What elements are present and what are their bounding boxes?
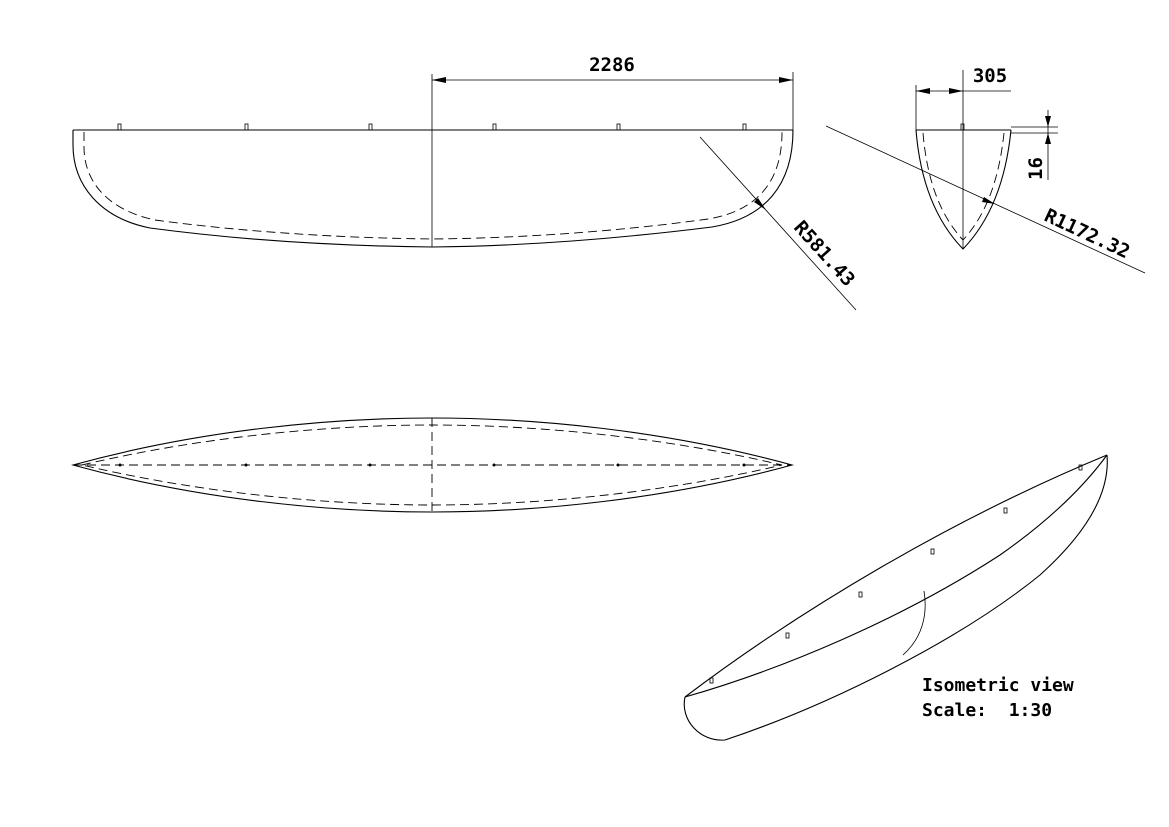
section-radius-label: R1172.32: [1041, 205, 1133, 264]
drawing-notes: Isometric view Scale: 1:30: [922, 675, 1074, 721]
iso-keel-line: [683, 454, 1108, 741]
deck-fitting-marker: [960, 123, 965, 131]
view-label: Isometric view: [922, 675, 1074, 696]
scale-label: Scale: 1:30: [922, 700, 1052, 721]
beam-dimension: 305: [915, 65, 1011, 130]
deck-fitting-marker: [785, 632, 790, 639]
deck-fitting-marker: [742, 463, 746, 467]
plan-view: [70, 417, 795, 513]
section-hull-inner-offset: [922, 132, 1005, 241]
thickness-dimension: 16: [1011, 110, 1058, 180]
deck-fitting-marker: [368, 123, 373, 131]
beam-dimension-label: 305: [973, 65, 1007, 87]
deck-fitting-marker: [244, 123, 249, 131]
deck-fitting-marker: [118, 463, 122, 467]
deck-fitting-marker: [1003, 507, 1008, 514]
length-dimension-label: 2286: [589, 54, 635, 76]
isometric-view: [683, 454, 1108, 741]
deck-fitting-marker: [616, 463, 620, 467]
deck-fitting-marker: [858, 591, 863, 598]
thickness-dimension-label: 16: [1025, 157, 1047, 180]
deck-fitting-marker: [368, 463, 372, 467]
deck-fitting-marker: [244, 463, 248, 467]
length-dimension: 2286: [432, 54, 794, 130]
iso-midship-section: [902, 590, 926, 656]
deck-fitting-marker: [616, 123, 621, 131]
deck-fitting-marker: [742, 123, 747, 131]
deck-fitting-marker: [709, 677, 714, 684]
side-radius-dimension: R581.43: [699, 136, 859, 311]
plan-hull-outline: [70, 417, 795, 513]
deck-fitting-marker: [1078, 464, 1083, 471]
deck-fitting-marker: [492, 463, 496, 467]
deck-fitting-marker: [492, 123, 497, 131]
deck-fitting-marker: [930, 548, 935, 555]
section-radius-dimension: R1172.32: [825, 125, 1146, 274]
iso-deck-edge-upper: [684, 454, 1108, 698]
side-elevation-view: 2286 R581.43: [72, 54, 859, 311]
side-hull-outline: [72, 129, 794, 248]
deck-fitting-marker: [117, 123, 122, 131]
side-radius-label: R581.43: [789, 217, 859, 291]
iso-deck-edge-lower: [684, 454, 1108, 698]
section-view: 305 16 R1172.32: [825, 65, 1146, 274]
side-hull-inner-offset: [83, 131, 783, 240]
